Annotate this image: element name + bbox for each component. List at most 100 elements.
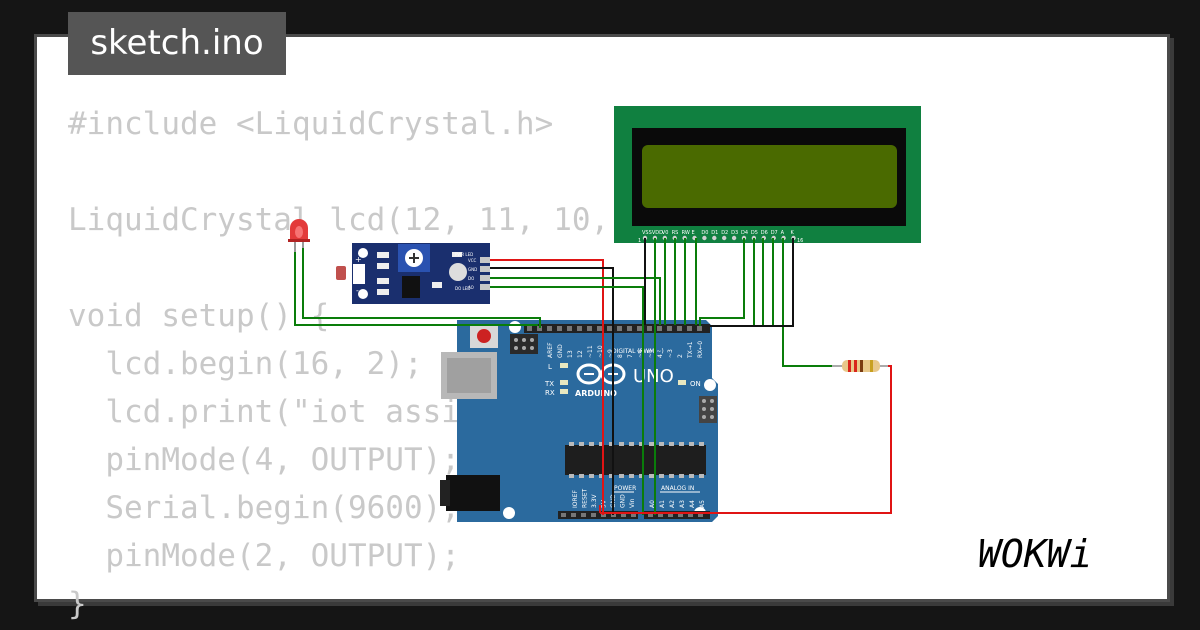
ldr-socket <box>353 264 365 284</box>
code-line: } <box>68 586 87 622</box>
power-pin-label: 3.3V <box>591 493 598 508</box>
power-pin-label: IOREF <box>572 490 579 508</box>
sensor-pin[interactable] <box>480 275 490 281</box>
ldr-photoresistor-icon[interactable] <box>336 266 346 280</box>
pwr-led <box>452 252 462 257</box>
digital-header-label: DIGITAL (PWM ~) <box>612 348 664 355</box>
mounting-hole <box>358 289 368 299</box>
lcd-pin[interactable] <box>722 235 727 241</box>
digital-pin-label: RX←0 <box>697 341 704 358</box>
code-line: pinMode(2, OUTPUT); <box>68 538 460 574</box>
digital-pin-label: AREF <box>547 342 554 358</box>
smd-resistor <box>377 263 389 269</box>
digital-pin-label: 2 <box>677 354 684 358</box>
lcd-pin-label: D5 <box>751 230 758 236</box>
file-tab[interactable]: sketch.ino <box>68 12 286 75</box>
lcd-pin-label: D2 <box>721 230 728 236</box>
wire-green <box>490 286 644 515</box>
analog-header-label: ANALOG IN <box>661 485 694 492</box>
lcd-pin-label: D0 <box>701 230 708 236</box>
lcd-pin[interactable] <box>731 235 737 241</box>
lcd-pin-label: VSS <box>642 230 652 236</box>
led-l-label: L <box>548 363 552 371</box>
led-rx <box>560 389 568 394</box>
analog-pin-label: A2 <box>669 500 676 508</box>
wire-black <box>490 267 614 515</box>
sensor-pin[interactable] <box>480 266 490 272</box>
resistor[interactable] <box>832 360 888 372</box>
lcd-pin-label: D4 <box>741 230 748 236</box>
led-l <box>560 363 568 368</box>
icsp2-header <box>699 396 717 423</box>
lcd-pin-label: E <box>692 230 695 236</box>
wokwi-logo-text: WOKWi <box>978 532 1092 576</box>
digital-pin-label: 4 <box>657 354 664 358</box>
do-led-label: DO LED <box>455 286 470 291</box>
pwr-led-label: PWR LED <box>455 252 473 257</box>
wire-green <box>782 238 832 367</box>
lcd-pin-label: RS <box>672 230 679 236</box>
lcd-pin[interactable] <box>712 235 717 241</box>
digital-pin-label: 12 <box>577 350 584 358</box>
red-led[interactable] <box>288 219 310 252</box>
lcd-pin-label: D6 <box>761 230 768 236</box>
analog-pin-label: A3 <box>679 500 686 508</box>
smd-resistor <box>377 278 389 284</box>
board-brand-label: ARDUINO <box>575 389 617 398</box>
lcd-pin-start-label: 1 <box>638 238 641 244</box>
sensor-pin[interactable] <box>480 284 490 290</box>
digital-pin-label: ~11 <box>587 345 594 358</box>
lcd-pin-end-label: 16 <box>797 238 803 244</box>
digital-pin-label: 7 <box>627 354 634 358</box>
analog-header <box>644 511 710 519</box>
microcontroller-chip <box>565 442 706 478</box>
lcd-pin[interactable] <box>702 235 707 241</box>
power-pin-label: Vin <box>629 498 636 508</box>
power-pin-label: RESET <box>582 488 589 508</box>
led-tx-label: TX <box>544 380 554 388</box>
sensor-pin[interactable] <box>480 257 490 263</box>
digital-pin-label: TX→1 <box>687 341 694 359</box>
digital-pin-label: 8 <box>617 354 624 358</box>
sensor-pin-label: AO <box>468 285 474 290</box>
smd-resistor <box>377 289 389 295</box>
code-line: lcd.begin(16, 2); <box>68 346 423 382</box>
wire-green <box>302 248 541 328</box>
wokwi-logo: WOKWi <box>978 532 1092 576</box>
analog-pin-label: A4 <box>689 500 696 508</box>
analog-pin-label: A5 <box>699 500 706 508</box>
lcd-pin-label: D3 <box>731 230 738 236</box>
svg-text:-: - <box>356 286 359 295</box>
wire-red <box>600 365 892 514</box>
lcd-screen <box>642 145 897 208</box>
power-header <box>558 511 638 519</box>
smd-resistor <box>432 282 442 288</box>
lcd-pin-label: A <box>781 230 785 236</box>
power-jack-lip <box>440 480 450 506</box>
lcd-pin-label: V0 <box>662 230 669 236</box>
led-on <box>678 380 686 385</box>
led-on-label: ON <box>690 380 701 388</box>
usb-connector-inner <box>447 358 491 393</box>
reset-button-cap[interactable] <box>477 329 491 343</box>
comparator-chip <box>402 276 420 298</box>
wires <box>294 238 892 515</box>
wire-green <box>699 238 745 326</box>
power-header-label: POWER <box>614 485 636 492</box>
smd-resistor <box>377 252 389 258</box>
lcd-pin-label: RW <box>682 230 690 236</box>
icsp-header <box>510 334 538 354</box>
wire-green <box>710 238 755 327</box>
lcd-pin-label: K <box>791 230 795 236</box>
wire-green <box>490 277 661 325</box>
led-tx <box>560 380 568 385</box>
mounting-hole <box>503 507 515 519</box>
wire-black <box>710 238 794 327</box>
